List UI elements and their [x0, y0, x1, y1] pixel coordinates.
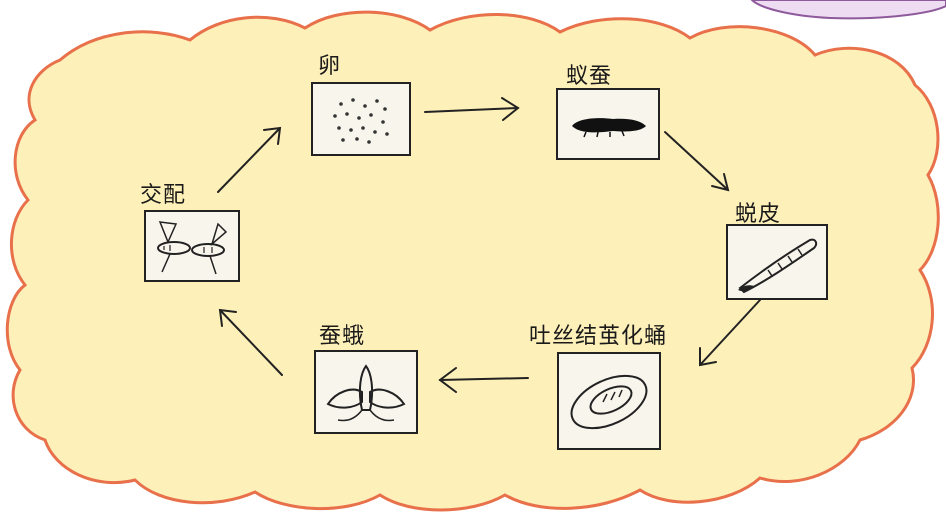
- silk-moth-drawing: [326, 364, 406, 422]
- stage-label-egg: 卵: [318, 54, 342, 79]
- molting-silkworm-drawing: [738, 238, 818, 294]
- arrow-larva-to-molt: [664, 131, 730, 192]
- stage-label-molt: 蜕皮: [735, 202, 782, 227]
- eggs-drawing: [333, 98, 389, 144]
- speech-bubble-corner: [750, 0, 946, 20]
- cocoon-drawing: [570, 374, 648, 430]
- arrow-cocoon-to-moth: [438, 367, 529, 393]
- mating-illustration: [144, 210, 240, 282]
- moth-illustration: [314, 350, 418, 434]
- stage-label-larva: 蚁蚕: [566, 64, 613, 89]
- arrow-molt-to-cocoon: [699, 299, 761, 367]
- cocoon-illustration: [557, 352, 661, 450]
- arrow-egg-to-larva: [424, 97, 520, 121]
- silkworm-drawing: [572, 118, 646, 138]
- mating-moths-drawing: [157, 221, 228, 275]
- molt-illustration: [726, 224, 828, 300]
- larva-illustration: [556, 88, 660, 160]
- stage-label-cocoon: 吐丝结茧化蛹: [529, 324, 668, 349]
- cloud-shape: [5, 10, 940, 512]
- stage-label-mating: 交配: [140, 183, 187, 208]
- stage-label-moth: 蚕蛾: [319, 324, 366, 349]
- arrow-moth-to-mating: [218, 308, 283, 376]
- arrow-mating-to-egg: [217, 126, 282, 193]
- egg-illustration: [311, 82, 411, 156]
